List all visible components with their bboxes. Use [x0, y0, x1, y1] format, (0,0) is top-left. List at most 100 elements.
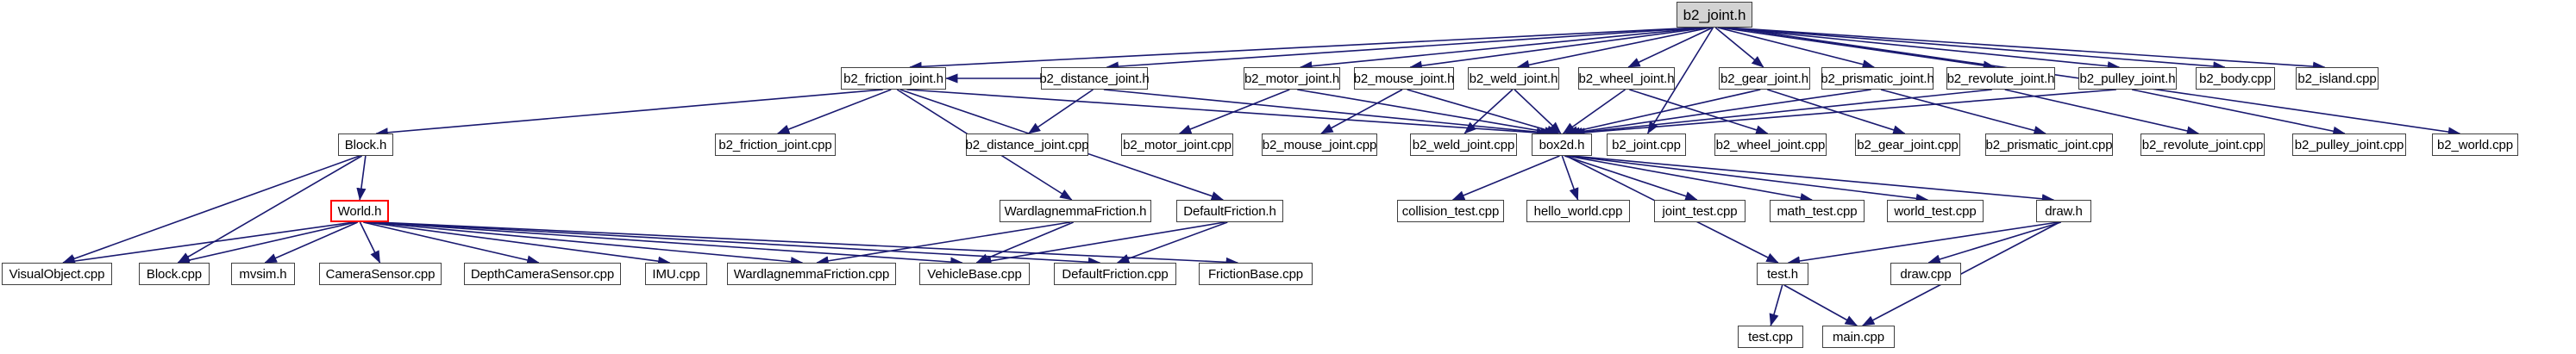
- graph-edge: [363, 221, 540, 265]
- graph-edge: [1787, 221, 2059, 266]
- graph-node-main-cpp[interactable]: main.cpp: [1822, 326, 1895, 348]
- graph-node-b2-wheel-joint-h[interactable]: b2_wheel_joint.h: [1578, 67, 1675, 90]
- graph-edge: [1516, 27, 1711, 70]
- graph-edge: [1561, 155, 1579, 201]
- graph-edge: [975, 221, 1074, 264]
- graph-node-mvsim-h[interactable]: mvsim.h: [231, 263, 295, 285]
- graph-node-IMU-cpp[interactable]: IMU.cpp: [645, 263, 707, 285]
- graph-node-WardlagnemmaFriction-h[interactable]: WardlagnemmaFriction.h: [1000, 200, 1151, 222]
- graph-edge: [1572, 89, 2116, 138]
- graph-node-hello-world-cpp[interactable]: hello_world.cpp: [1526, 200, 1630, 222]
- graph-edge: [1564, 89, 1761, 136]
- graph-edge: [1320, 89, 1403, 134]
- graph-node-joint-test-cpp[interactable]: joint_test.cpp: [1654, 200, 1746, 222]
- graph-node-b2-joint-cpp[interactable]: b2_joint.cpp: [1607, 134, 1686, 156]
- graph-node-b2-gear-joint-cpp[interactable]: b2_gear_joint.cpp: [1855, 134, 1960, 156]
- graph-node-b2-weld-joint-h[interactable]: b2_weld_joint.h: [1468, 67, 1559, 90]
- graph-edge: [1407, 89, 1560, 135]
- graph-edge: [1717, 27, 1875, 70]
- graph-node-b2-distance-joint-cpp[interactable]: b2_distance_joint.cpp: [966, 134, 1089, 156]
- graph-edge: [1722, 27, 2121, 71]
- graph-node-collision-test-cpp[interactable]: collision_test.cpp: [1397, 200, 1504, 222]
- graph-node-box2d-h[interactable]: box2d.h: [1532, 134, 1592, 156]
- graph-node-DefaultFriction-h[interactable]: DefaultFriction.h: [1176, 200, 1283, 222]
- graph-edge: [377, 221, 1239, 267]
- graph-node-world-test-cpp[interactable]: world_test.cpp: [1887, 200, 1984, 222]
- graph-node-b2-friction-joint-cpp[interactable]: b2_friction_joint.cpp: [715, 134, 836, 156]
- graph-node-draw-h[interactable]: draw.h: [2036, 200, 2091, 222]
- graph-node-DepthCameraSensor-cpp[interactable]: DepthCameraSensor.cpp: [464, 263, 621, 285]
- graph-node-b2-wheel-joint-cpp[interactable]: b2_wheel_joint.cpp: [1714, 134, 1827, 156]
- graph-edge: [1564, 155, 1698, 202]
- graph-node-b2-world-cpp[interactable]: b2_world.cpp: [2432, 134, 2518, 156]
- graph-edge: [1297, 89, 1558, 137]
- graph-node-b2-revolute-joint-cpp[interactable]: b2_revolute_joint.cpp: [2140, 134, 2265, 156]
- graph-edge: [1116, 221, 1228, 264]
- graph-node-math-test-cpp[interactable]: math_test.cpp: [1770, 200, 1865, 222]
- graph-node-test-h[interactable]: test.h: [1757, 263, 1808, 285]
- graph-edge: [1720, 27, 1996, 71]
- graph-edge: [1562, 89, 1626, 134]
- graph-edge: [1463, 89, 1514, 134]
- graph-node-WardlagnemmaFriction-cpp[interactable]: WardlagnemmaFriction.cpp: [727, 263, 896, 285]
- graph-edge: [816, 221, 1071, 266]
- graph-edge: [1570, 89, 1992, 138]
- graph-node-b2-pulley-joint-cpp[interactable]: b2_pulley_joint.cpp: [2292, 134, 2406, 156]
- graph-edge: [1714, 27, 1764, 68]
- graph-edge: [1569, 155, 1929, 203]
- graph-edge: [374, 221, 1101, 267]
- graph-edge: [1514, 89, 1562, 134]
- graph-node-DefaultFriction-cpp[interactable]: DefaultFriction.cpp: [1054, 263, 1176, 285]
- graph-edge: [906, 89, 1550, 138]
- graph-node-b2-distance-joint-h[interactable]: b2_distance_joint.h: [1039, 67, 1150, 90]
- graph-edge: [177, 221, 356, 265]
- graph-edge: [1103, 89, 1553, 138]
- graph-node-b2-pulley-joint-h[interactable]: b2_pulley_joint.h: [2078, 67, 2177, 90]
- graph-edge: [1300, 27, 1707, 71]
- graph-edge: [1727, 27, 2326, 71]
- graph-node-CameraSensor-cpp[interactable]: CameraSensor.cpp: [319, 263, 442, 285]
- graph-node-b2-island-cpp[interactable]: b2_island.cpp: [2296, 67, 2379, 90]
- graph-node-b2-mouse-joint-cpp[interactable]: b2_mouse_joint.cpp: [1262, 134, 1377, 156]
- graph-node-b2-mouse-joint-h[interactable]: b2_mouse_joint.h: [1354, 67, 1455, 90]
- graph-node-b2-gear-joint-h[interactable]: b2_gear_joint.h: [1719, 67, 1810, 90]
- graph-edge: [1178, 89, 1290, 134]
- graph-edge: [979, 221, 1225, 266]
- graph-edge: [1629, 89, 1769, 135]
- graph-edge: [375, 89, 883, 138]
- graph-edge: [62, 221, 354, 266]
- graph-edge: [1725, 27, 2226, 71]
- graph-node-b2-prismatic-joint-cpp[interactable]: b2_prismatic_joint.cpp: [1985, 134, 2113, 156]
- graph-edge: [1880, 89, 2046, 135]
- graph-node-b2-weld-joint-cpp[interactable]: b2_weld_joint.cpp: [1410, 134, 1517, 156]
- graph-node-b2-prismatic-joint-h[interactable]: b2_prismatic_joint.h: [1821, 67, 1934, 90]
- graph-edge: [366, 221, 671, 266]
- graph-edge: [62, 155, 360, 264]
- graph-node-Block-cpp[interactable]: Block.cpp: [139, 263, 210, 285]
- graph-node-VisualObject-cpp[interactable]: VisualObject.cpp: [2, 263, 112, 285]
- graph-edge: [1106, 27, 1702, 71]
- graph-edge: [356, 155, 367, 201]
- graph-edge: [368, 221, 804, 267]
- graph-node-Block-h[interactable]: Block.h: [338, 134, 393, 156]
- graph-node-FrictionBase-cpp[interactable]: FrictionBase.cpp: [1199, 263, 1313, 285]
- graph-node-b2-motor-joint-cpp[interactable]: b2_motor_joint.cpp: [1121, 134, 1233, 156]
- graph-node-b2-friction-joint-h[interactable]: b2_friction_joint.h: [841, 67, 946, 90]
- graph-node-VehicleBase-cpp[interactable]: VehicleBase.cpp: [919, 263, 1030, 285]
- graph-edge: [1571, 155, 2055, 204]
- graph-node-draw-cpp[interactable]: draw.cpp: [1890, 263, 1961, 285]
- graph-node-test-cpp[interactable]: test.cpp: [1738, 326, 1803, 348]
- graph-edge: [264, 221, 359, 264]
- graph-edge: [372, 221, 963, 267]
- graph-edge: [2131, 89, 2346, 136]
- graph-node-b2-joint-h[interactable]: b2_joint.h: [1677, 2, 1752, 28]
- graph-node-b2-revolute-joint-h[interactable]: b2_revolute_joint.h: [1946, 67, 2055, 90]
- graph-edge: [776, 89, 892, 134]
- graph-node-World-h[interactable]: World.h: [330, 200, 389, 222]
- graph-edge: [1627, 27, 1714, 68]
- graph-edge: [1566, 155, 1813, 203]
- graph-node-b2-motor-joint-h[interactable]: b2_motor_joint.h: [1244, 67, 1340, 90]
- graph-node-b2-body-cpp[interactable]: b2_body.cpp: [2196, 67, 2275, 90]
